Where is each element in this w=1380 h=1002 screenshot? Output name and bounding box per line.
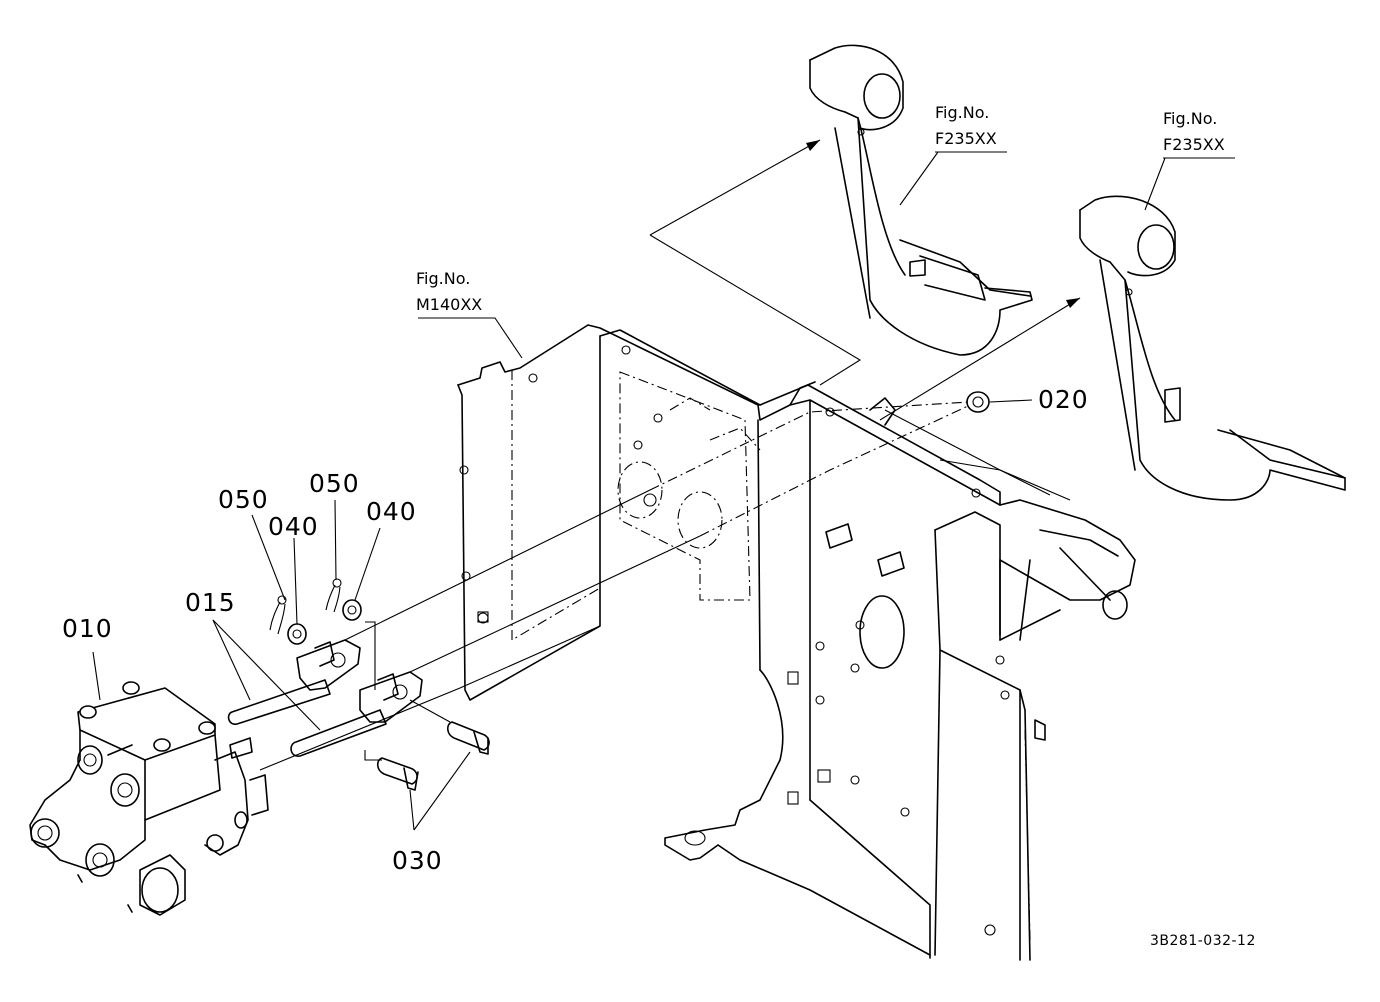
label-050-right: 050	[309, 469, 360, 498]
center-lines	[259, 401, 969, 771]
brake-pedal-left	[809, 44, 1033, 356]
pedal-bracket-frame	[457, 324, 1136, 961]
label-040-right: 040	[366, 497, 417, 526]
fig-ref-f235a-line2: F235XX	[935, 129, 997, 148]
leader-lines	[92, 151, 1235, 831]
fig-ref-m140-line2: M140XX	[416, 295, 482, 314]
drawing-code: 3B281-032-12	[1150, 933, 1256, 949]
part-number-labels: 010 015 020 030 040 040 050 050	[62, 385, 1089, 875]
label-040-left: 040	[268, 512, 319, 541]
fig-ref-f235a-line1: Fig.No.	[935, 103, 989, 122]
assembly-arrows	[649, 139, 1081, 421]
figure-references: Fig.No. M140XX Fig.No. F235XX Fig.No. F2…	[416, 103, 1225, 314]
label-010: 010	[62, 614, 113, 643]
push-rods	[227, 639, 423, 757]
nut	[966, 391, 990, 413]
fig-ref-f235b-line2: F235XX	[1163, 135, 1225, 154]
label-050-left: 050	[218, 485, 269, 514]
label-030: 030	[392, 846, 443, 875]
cotter-pins-washers	[269, 578, 362, 645]
fig-ref-f235b-line1: Fig.No.	[1163, 109, 1217, 128]
fig-ref-m140-line1: Fig.No.	[416, 269, 470, 288]
clevis-pins	[376, 721, 490, 791]
label-015: 015	[185, 588, 236, 617]
label-020: 020	[1038, 385, 1089, 414]
master-cylinder	[29, 681, 269, 916]
brake-pedal-right	[1079, 195, 1346, 501]
